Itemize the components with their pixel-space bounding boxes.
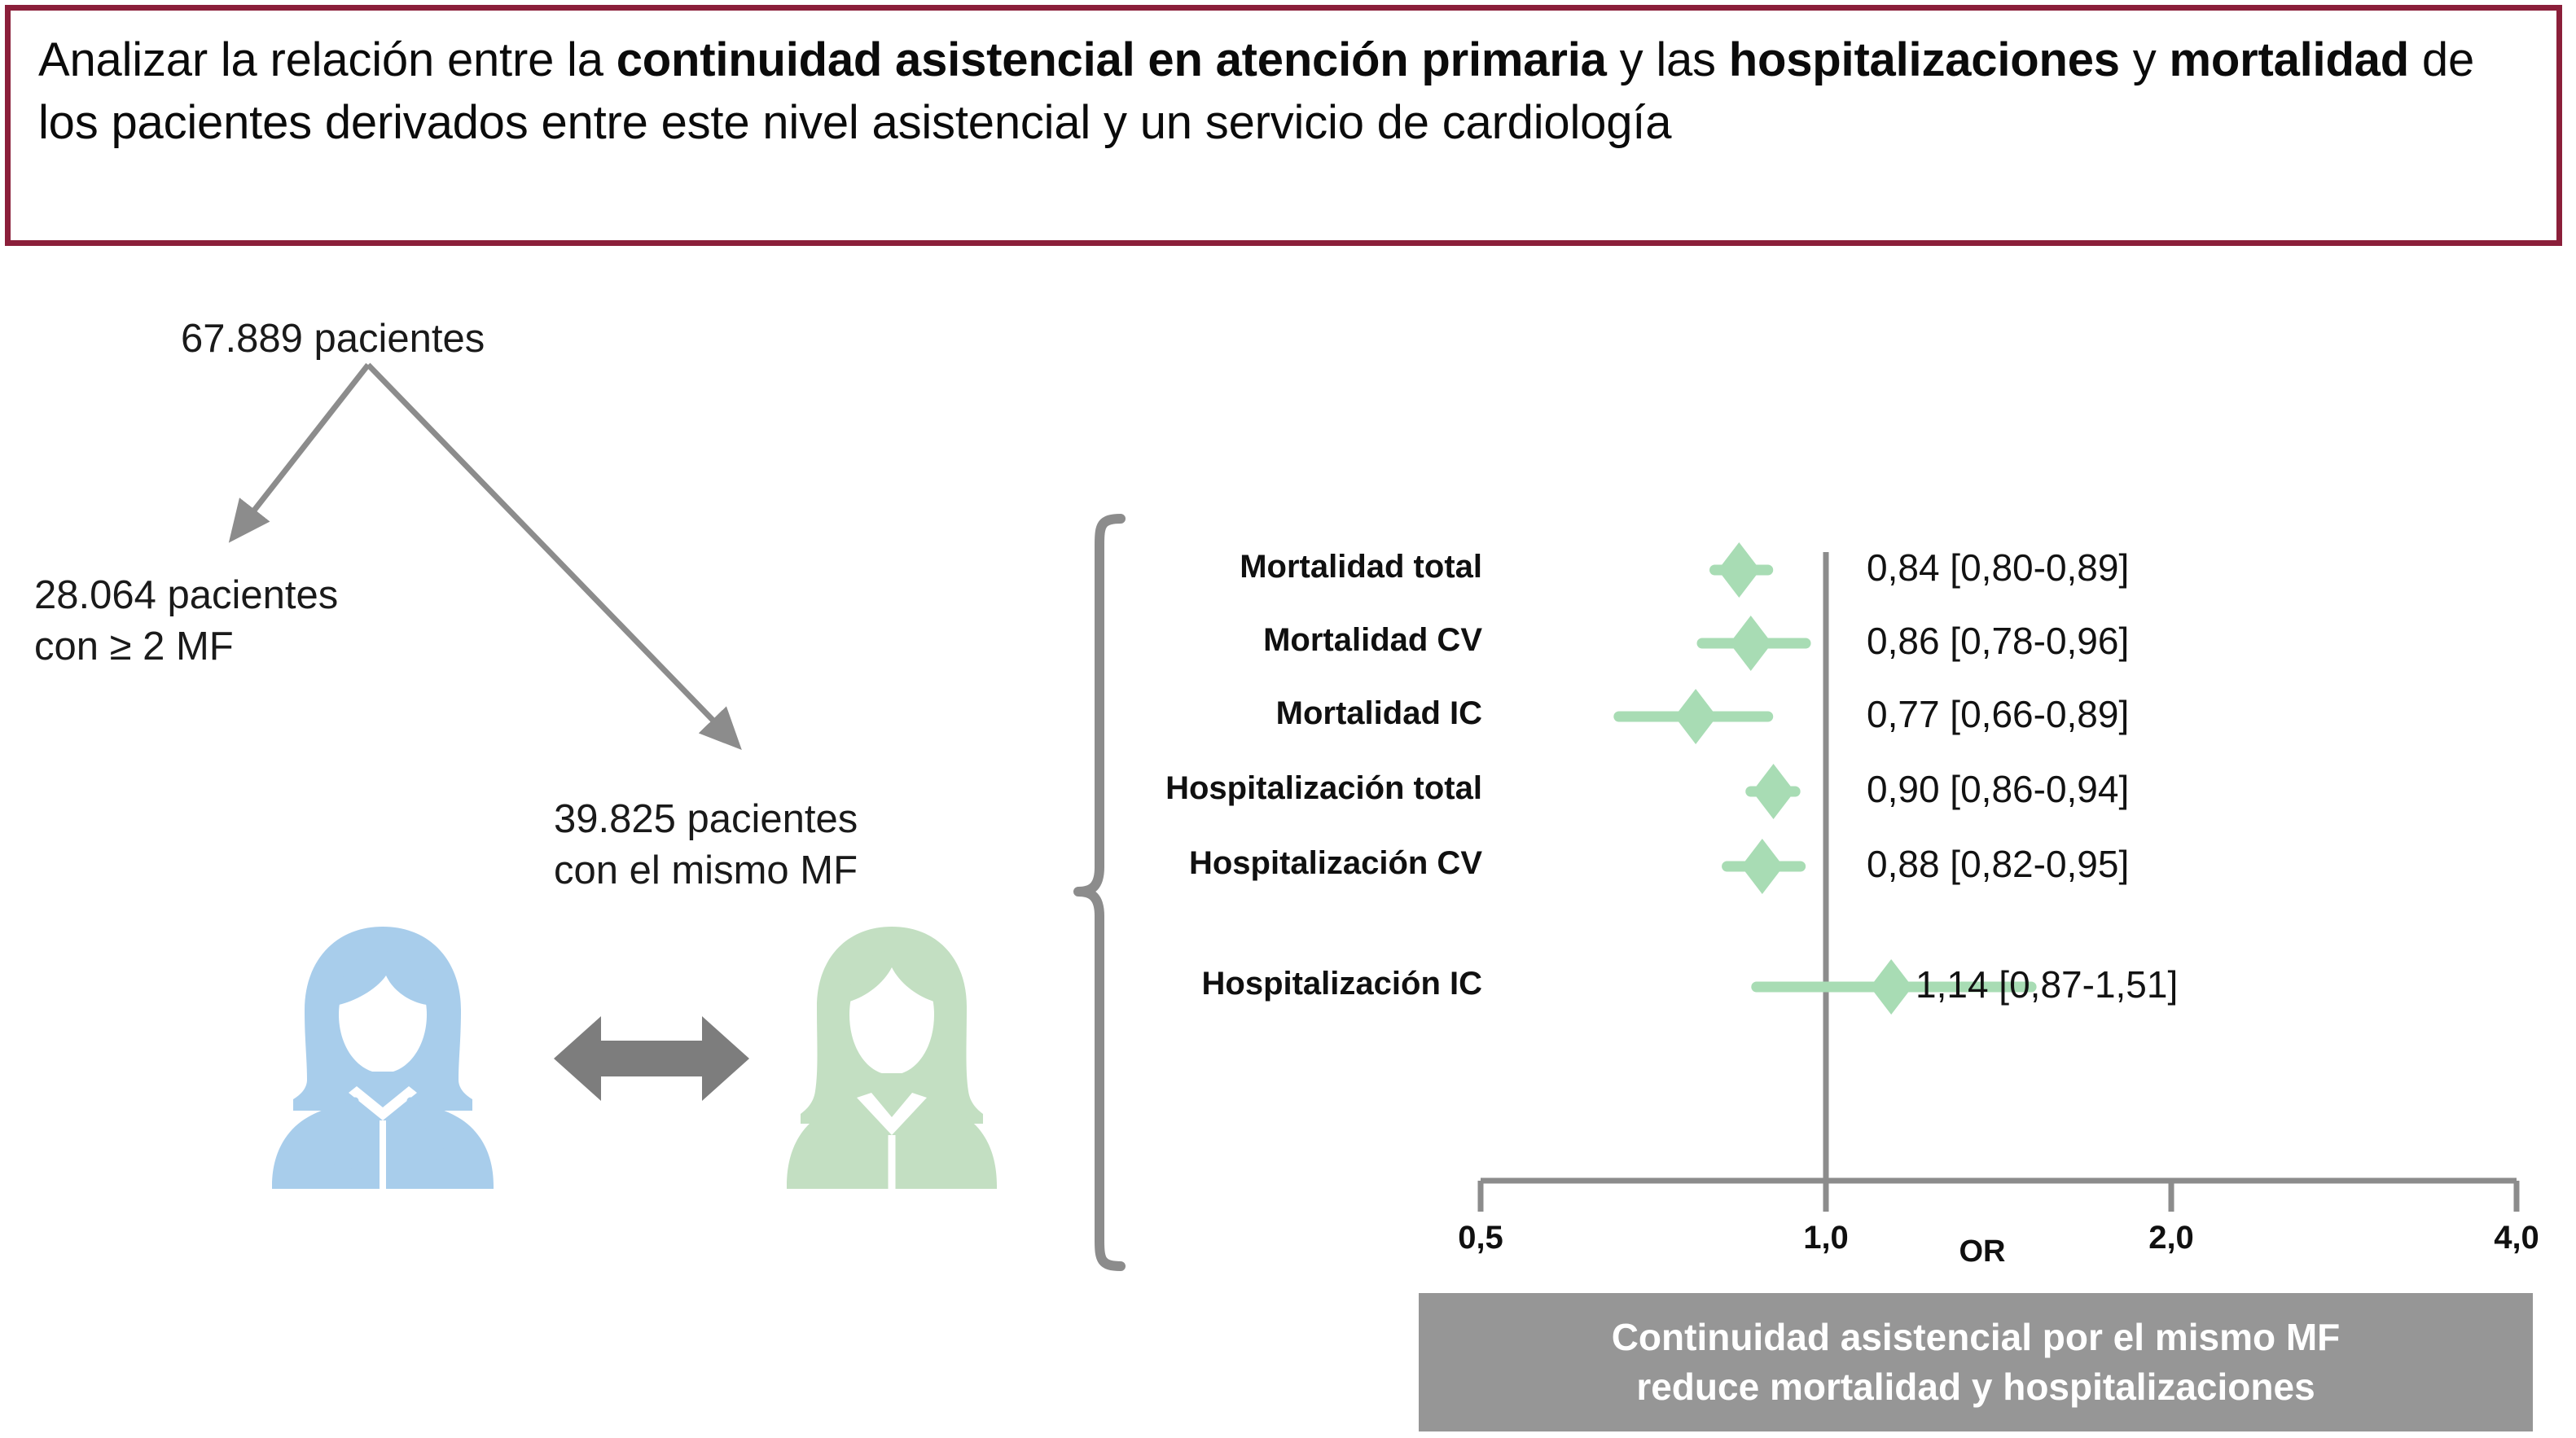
flow-branch-right-label: 39.825 pacientes con el mismo MF (554, 797, 858, 892)
point-estimate-diamond (1718, 542, 1761, 598)
objective-seg-1: Analizar la relación entre la (38, 33, 617, 86)
objective-bold-hospitalizaciones: hospitalizaciones (1728, 33, 2120, 86)
x-axis-tick-label: 4,0 (2494, 1220, 2539, 1256)
grouping-brace-icon (1073, 514, 1126, 1271)
forest-row-label: Hospitalización IC (1201, 966, 1483, 1002)
x-axis (1477, 1177, 2520, 1212)
forest-markers (1613, 542, 2037, 1015)
flow-total-patients-label: 67.889 pacientes (181, 317, 485, 361)
forest-estimate-label: 0,88 [0,82-0,95] (1867, 843, 2130, 885)
objective-text: Analizar la relación entre la continuida… (38, 28, 2529, 154)
forest-estimate-label: 0,90 [0,86-0,94] (1867, 768, 2130, 810)
forest-estimate-label: 0,77 [0,66-0,89] (1867, 693, 2130, 735)
forest-estimate-label: 0,86 [0,78-0,96] (1867, 620, 2130, 662)
objective-seg-3: y (2119, 33, 2170, 86)
conclusion-banner: Continuidad asistencial por el mismo MF … (1419, 1293, 2533, 1431)
female-doctor-icon (272, 927, 494, 1189)
point-estimate-diamond (1740, 839, 1784, 894)
conclusion-text: Continuidad asistencial por el mismo MF … (1611, 1316, 2341, 1408)
flow-arrows (228, 362, 742, 751)
x-axis-tick-label: 0,5 (1458, 1220, 1503, 1256)
forest-row-label: Hospitalización CV (1188, 845, 1482, 881)
double-headed-arrow-icon (554, 1016, 749, 1101)
forest-estimate-label: 0,84 [0,80-0,89] (1867, 546, 2130, 589)
x-axis-tick-label: 1,0 (1803, 1220, 1849, 1256)
forest-row-label: Mortalidad total (1240, 549, 1482, 585)
x-axis-tick-label: 2,0 (2148, 1220, 2194, 1256)
point-estimate-diamond (1674, 689, 1718, 744)
stethoscope-chestpiece-icon (418, 1146, 452, 1180)
arrow-to-right-branch (366, 362, 742, 751)
objective-bold-continuidad: continuidad asistencial en atención prim… (616, 33, 1607, 86)
forest-row-label: Mortalidad CV (1263, 622, 1482, 658)
forest-row-label: Hospitalización total (1165, 770, 1482, 806)
flow-branch-left-label: 28.064 pacientes con ≥ 2 MF (34, 573, 339, 669)
arrow-to-left-branch (228, 362, 371, 543)
female-patient-icon (787, 927, 997, 1189)
objective-seg-4: de los pacientes derivados entre este ni… (38, 33, 2475, 150)
people-relation-group (244, 920, 1018, 1189)
point-estimate-diamond (1729, 616, 1772, 671)
objective-bold-mortalidad: mortalidad (2169, 33, 2409, 86)
forest-plot-canvas (1477, 542, 2520, 1212)
objective-box: Analizar la relación entre la continuida… (5, 5, 2562, 246)
x-axis-title: OR (1959, 1234, 2006, 1269)
point-estimate-diamond (1752, 764, 1795, 819)
point-estimate-diamond (1870, 959, 1913, 1015)
forest-plot: Mortalidad total 0,84 [0,80-0,89] Mortalid… (1042, 505, 2576, 1287)
forest-estimate-label: 1,14 [0,87-1,51] (1916, 963, 2179, 1006)
forest-row-label: Mortalidad IC (1275, 695, 1482, 731)
objective-seg-2: y las (1606, 33, 1729, 86)
